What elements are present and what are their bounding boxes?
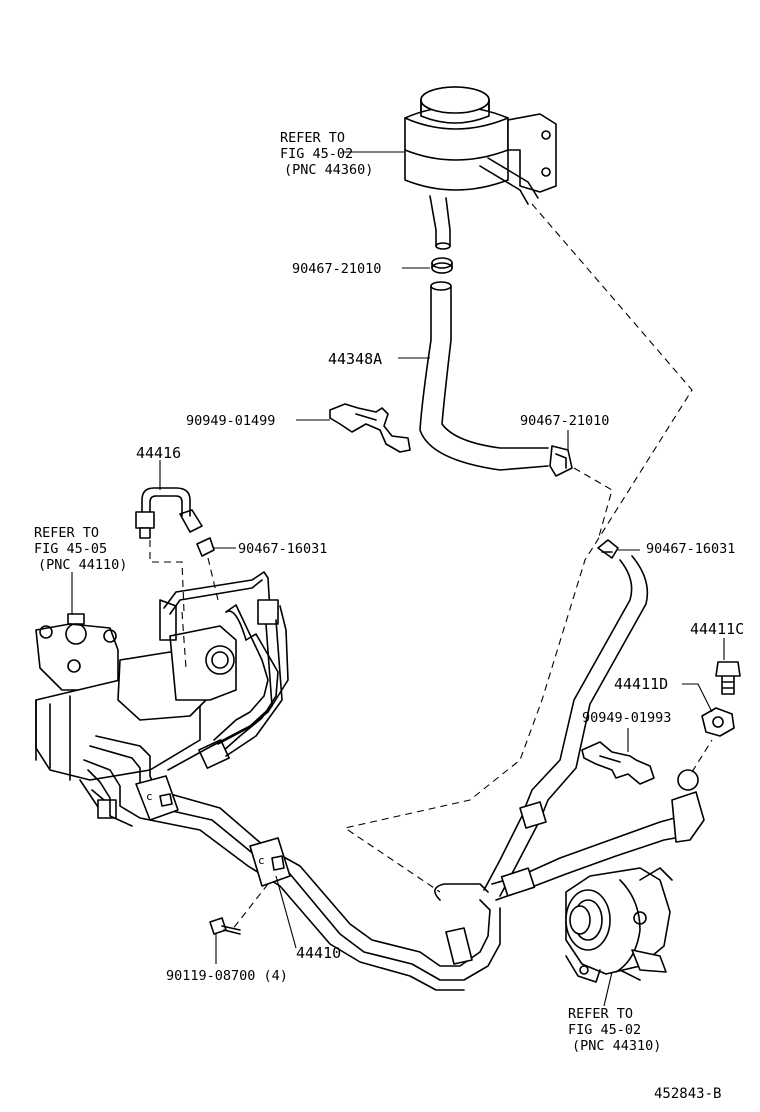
clamp-top-icon[interactable] [431,257,453,274]
label-clamp-mid: 90467-21010 [520,413,609,429]
bolt-90119-icon[interactable] [209,917,241,935]
reservoir-ref-line1: REFER TO [280,130,345,146]
diagram-id: 452843-B [654,1086,721,1102]
hose-44348a[interactable] [419,281,549,471]
label-hose-44348a: 44348A [328,350,382,368]
return-hose-right[interactable] [483,555,649,897]
leader-fitting-44411d [682,683,713,713]
pressure-tube-44410[interactable] [83,735,501,991]
label-bracket-right: 90949-01993 [582,710,671,726]
gear-ref-line1: REFER TO [34,525,99,541]
reservoir-to-pump-dashed-line [343,203,693,893]
pressure-hose-pump[interactable] [491,769,705,901]
svg-text:c: c [146,790,153,803]
label-bolt-count: 90119-08700 (4) [166,968,288,984]
tube-44416-dashed-line [149,540,185,613]
power-steering-pump[interactable] [565,867,673,983]
gear-ref-line2: FIG 45-05 [34,541,107,557]
bracket-clamp-left-icon[interactable] [329,403,411,453]
tube-clamp-c-left[interactable]: c [135,775,179,821]
fitting-44411d-icon[interactable] [701,707,735,737]
return-hose-gear[interactable] [167,604,289,771]
clamp-small-right-icon[interactable] [597,539,619,559]
tube-clamp-right[interactable] [445,927,473,965]
label-clamp-small-right: 90467-16031 [646,541,735,557]
tube-clamp-c-mid[interactable]: c [249,837,291,887]
clamp-mid-icon[interactable] [549,445,573,477]
label-bracket-clamp: 90949-01499 [186,413,275,429]
label-fitting-44411d: 44411D [614,675,668,693]
label-tube-44416: 44416 [136,444,181,462]
bolt-dashed-line [231,883,269,931]
gear-ref-line3: (PNC 44110) [38,557,127,573]
steering-gear-housing[interactable] [35,599,237,819]
label-bolt-44411c: 44411C [690,620,744,638]
pressure-tube-44416[interactable] [135,487,203,539]
pump-ref-line3: (PNC 44310) [572,1038,661,1054]
bracket-clamp-right-icon[interactable] [581,741,655,785]
clamp-to-hose-dashed-line [573,467,613,541]
reservoir-ref-line2: FIG 45-02 [280,146,353,162]
pressure-line-upper[interactable] [163,571,283,757]
fitting-dashed-line [691,739,713,773]
reservoir-ref-line3: (PNC 44360) [284,162,373,178]
pump-ref-line1: REFER TO [568,1006,633,1022]
leader-tube-44410 [275,875,297,949]
gear-ref-dashed-line [181,611,187,669]
pump-ref-leader [603,971,613,1007]
clamp-small-left-icon[interactable] [196,537,215,557]
bolt-44411c-icon[interactable] [715,661,741,695]
label-clamp-top: 90467-21010 [292,261,381,277]
label-clamp-small-left: 90467-16031 [238,541,327,557]
label-tube-44410: 44410 [296,944,341,962]
pump-ref-line2: FIG 45-02 [568,1022,641,1038]
reservoir-tank[interactable] [404,86,557,250]
svg-text:c: c [258,854,265,867]
